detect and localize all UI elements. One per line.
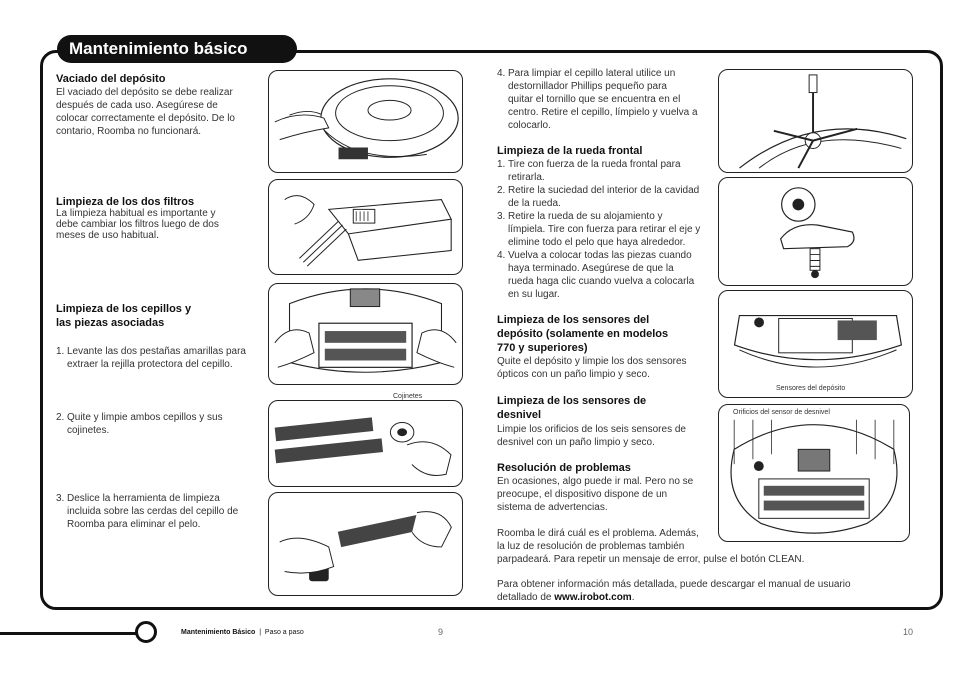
- vaciado-text: El vaciado del depósito se debe realizar…: [56, 87, 235, 137]
- brushes-illustration: [268, 400, 463, 487]
- orificios-caption: Orificios del sensor de desnivel: [733, 409, 830, 416]
- page-title: Mantenimiento básico: [57, 35, 297, 63]
- step-4-side-brush: 4.Para limpiar el cepillo lateral utilic…: [497, 68, 698, 131]
- footer-label: Mantenimiento Básico | Paso a paso: [181, 629, 304, 636]
- step-1: 1.Levante las dos pestañas amarillas par…: [56, 346, 246, 370]
- irobot-link[interactable]: www.irobot.com: [554, 592, 632, 603]
- resolucion-text: En ocasiones, algo puede ir mal. Pero no…: [497, 476, 694, 513]
- page-frame: [40, 50, 943, 610]
- sensores-deposito-text: Quite el depósito y limpie los dos senso…: [497, 356, 687, 380]
- sensores-desnivel-text: Limpie los orificios de los seis sensore…: [497, 424, 686, 448]
- cliff-sensors-illustration: [718, 404, 910, 542]
- side-brush-illustration: [718, 69, 913, 173]
- front-wheel-illustration: [718, 177, 913, 286]
- filtros-heading: Limpieza de los dos filtros: [56, 196, 195, 208]
- list-item: 2.Retire la suciedad del interior de la …: [497, 185, 700, 209]
- bin-emptying-illustration: [268, 70, 463, 173]
- resolucion-heading: Resolución de problemas: [497, 462, 631, 474]
- vaciado-heading: Vaciado del depósito: [56, 73, 166, 85]
- rueda-heading: Limpieza de la rueda frontal: [497, 145, 643, 157]
- cojinetes-caption: Cojinetes: [393, 393, 423, 400]
- list-item: 4.Vuelva a colocar todas las piezas cuan…: [497, 250, 695, 300]
- bin-sensors-illustration: [718, 290, 913, 398]
- resolucion-text-2: Roomba le dirá cuál es el problema. Adem…: [497, 528, 805, 565]
- page-number-left: 9: [438, 627, 444, 637]
- filters-illustration: [268, 179, 463, 275]
- sensores-deposito-caption: Sensores del depósito: [776, 385, 846, 392]
- cleaning-tool-illustration: [268, 492, 463, 596]
- footer-circle: [135, 621, 157, 643]
- footer-line: [0, 632, 138, 635]
- more-info-text: Para obtener información más detallada, …: [497, 579, 851, 603]
- page-number-right: 10: [903, 627, 914, 637]
- rueda-steps: 1.Tire con fuerza de la rueda frontal pa…: [497, 158, 700, 301]
- list-item: 1.Tire con fuerza de la rueda frontal pa…: [497, 159, 681, 183]
- brush-guard-illustration: [268, 283, 463, 385]
